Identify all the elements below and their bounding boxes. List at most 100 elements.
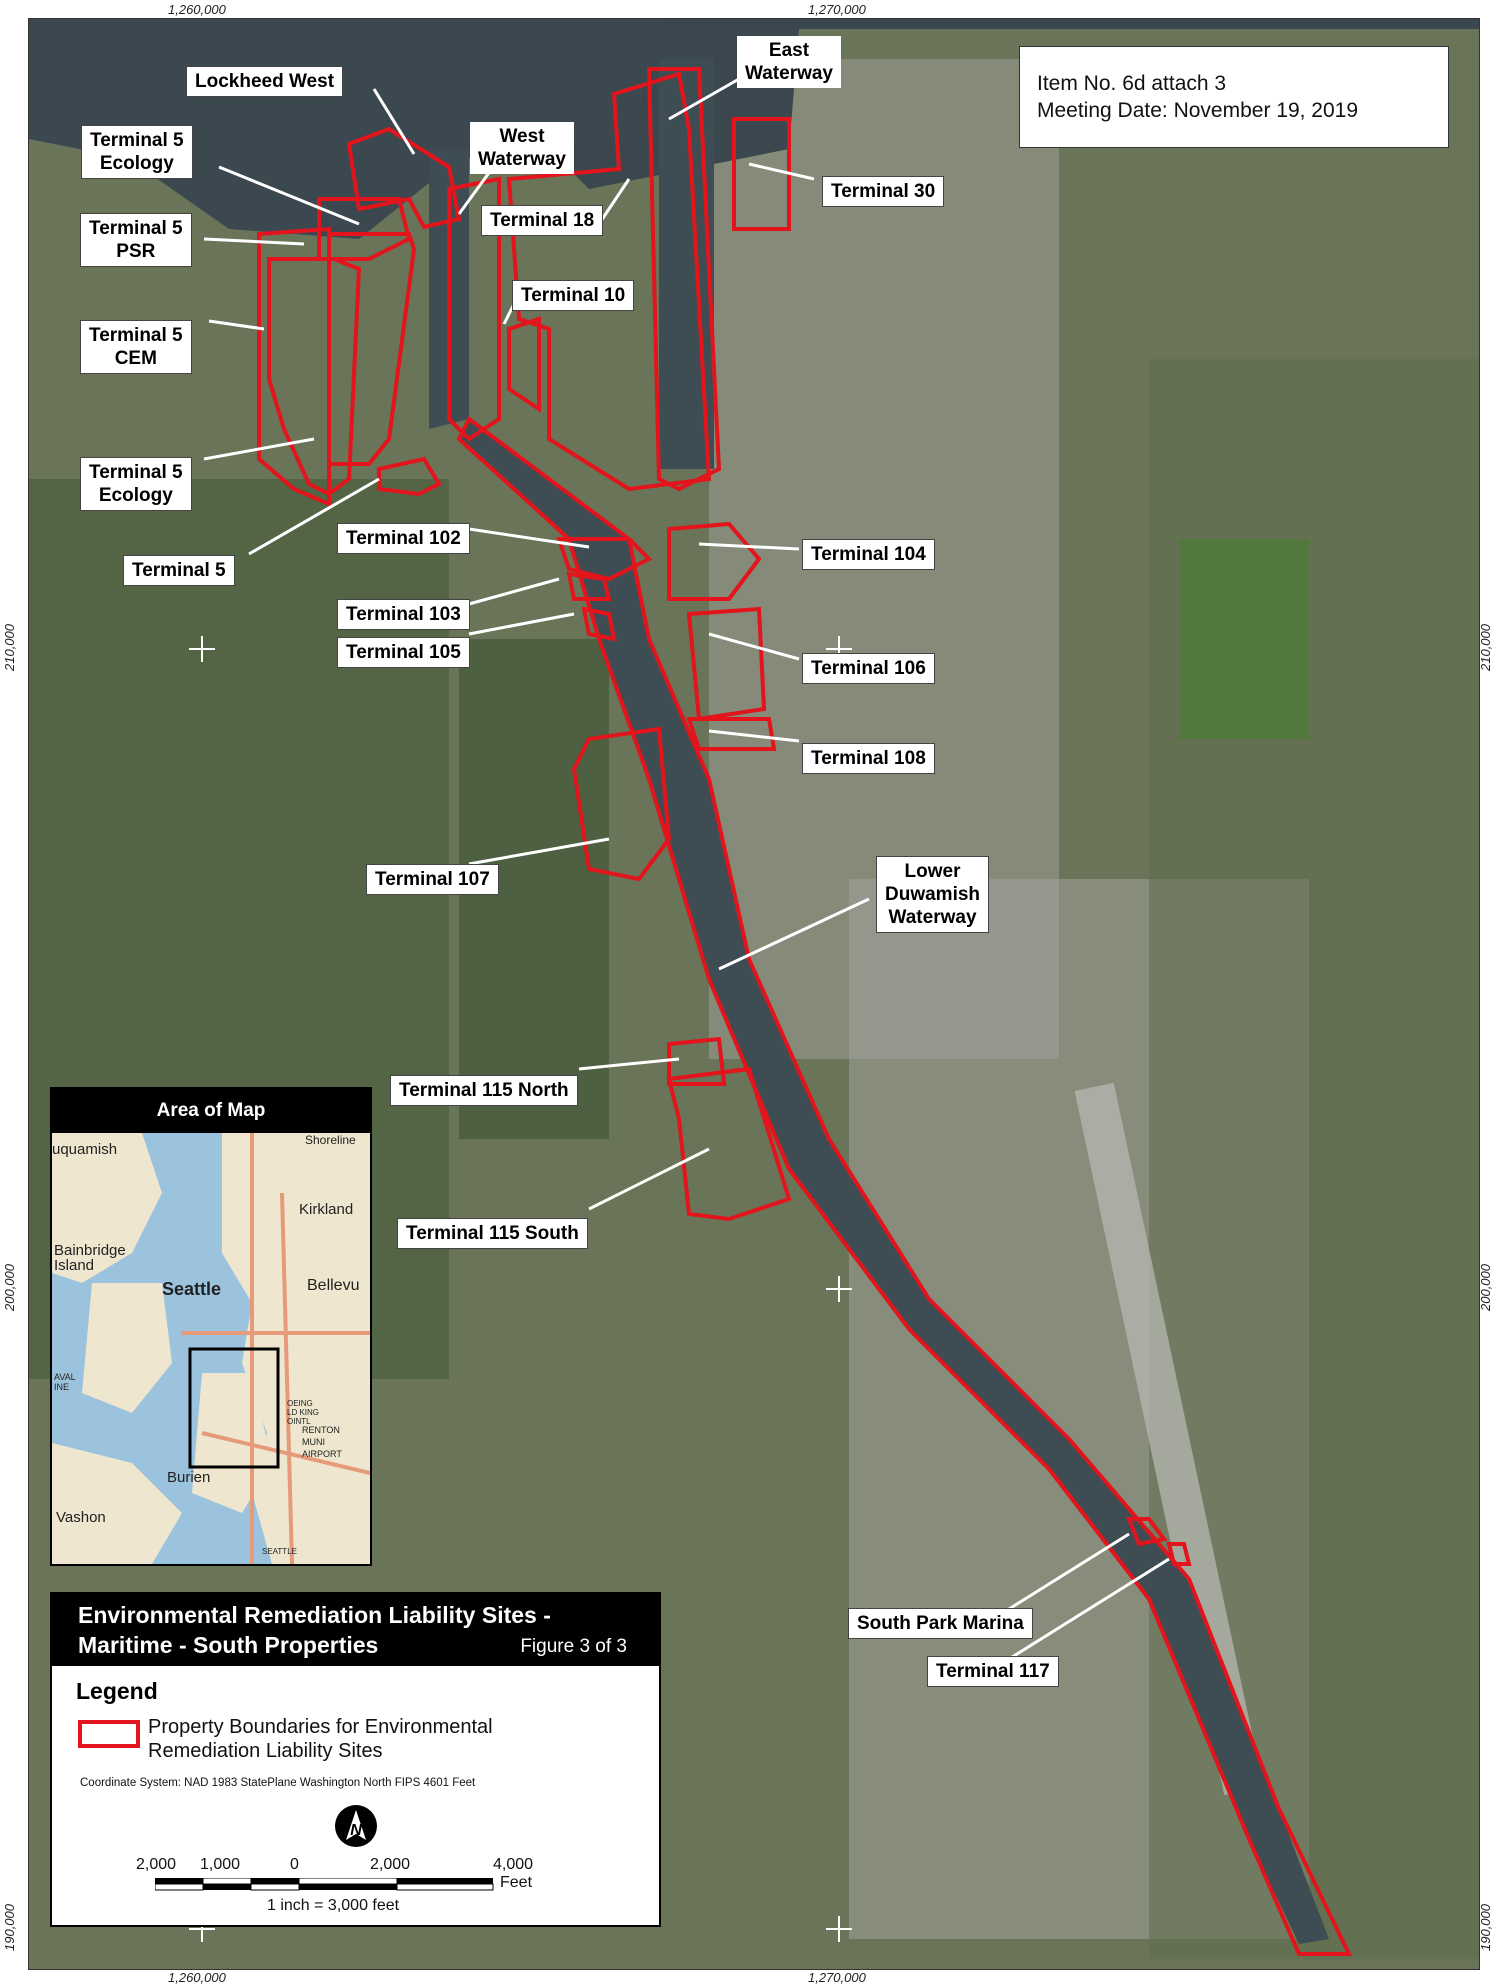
leader-terminal-102 <box>468 527 590 549</box>
label-terminal-104[interactable]: Terminal 104 <box>802 539 935 570</box>
scale-bar <box>155 1878 494 1891</box>
coordinate-system: Coordinate System: NAD 1983 StatePlane W… <box>80 1777 476 1789</box>
inset-label-seattle-small: SEATTLE <box>262 1547 297 1556</box>
inset-label-bainbridge: Bainbridge <box>54 1242 126 1259</box>
leader-terminal-5-psr <box>203 237 305 246</box>
label-terminal-5-ecology-south[interactable]: Terminal 5 Ecology <box>80 457 192 511</box>
inset-label-renton: RENTON <box>302 1425 340 1435</box>
inset-label-bellevue: Bellevu <box>307 1277 360 1294</box>
legend-title-line2: Maritime - South Properties <box>78 1632 379 1658</box>
label-terminal-102[interactable]: Terminal 102 <box>337 523 470 554</box>
leader-east-waterway <box>668 77 740 121</box>
duwamish-water <box>459 419 1329 1944</box>
boundary-terminal-117[interactable] <box>1166 1542 1192 1566</box>
leader-terminal-5-cem <box>208 319 265 331</box>
boundary-terminal-106[interactable] <box>686 606 767 722</box>
leader-terminal-5-ecology-south <box>203 437 315 461</box>
scale-text: 1 inch = 3,000 feet <box>267 1897 400 1914</box>
label-terminal-18[interactable]: Terminal 18 <box>481 205 604 236</box>
coord-left-3: 190,000 <box>2 1904 17 1951</box>
coord-bottom-1: 1,260,000 <box>168 1970 226 1985</box>
label-terminal-117[interactable]: Terminal 117 <box>927 1656 1059 1687</box>
boundary-lower-duwamish[interactable] <box>456 415 1353 1956</box>
label-terminal-10[interactable]: Terminal 10 <box>512 280 635 311</box>
leader-terminal-104 <box>698 542 800 551</box>
label-south-park-marina[interactable]: South Park Marina <box>848 1608 1033 1639</box>
boundary-terminal-104[interactable] <box>667 521 762 601</box>
boundary-terminal-5-psr[interactable] <box>257 226 331 508</box>
boundary-terminal-115-north[interactable] <box>667 1036 727 1086</box>
inset-extent-box <box>188 1347 280 1469</box>
label-terminal-5-cem[interactable]: Terminal 5 CEM <box>80 320 192 374</box>
inset-label-shoreline: Shoreline <box>305 1133 356 1147</box>
boundary-terminal-107[interactable] <box>571 726 672 882</box>
coord-top-1: 1,260,000 <box>168 2 226 17</box>
north-arrow-icon: N <box>335 1805 377 1847</box>
leader-south-park-marina <box>1008 1532 1130 1611</box>
boundary-terminal-10[interactable] <box>507 316 541 413</box>
boundary-terminal-103[interactable] <box>566 571 612 601</box>
item-info-box: Item No. 6d attach 3 Meeting Date: Novem… <box>1019 46 1449 148</box>
label-terminal-108[interactable]: Terminal 108 <box>802 743 935 774</box>
scale-label-4: 2,000 <box>370 1856 411 1873</box>
coord-bottom-2: 1,270,000 <box>808 1970 866 1985</box>
coord-right-2: 200,000 <box>1478 1264 1493 1311</box>
scale-label-3: 0 <box>290 1856 299 1873</box>
airport-runway <box>1074 1082 1264 1796</box>
legend-title-line1: Environmental Remediation Liability Site… <box>78 1602 551 1628</box>
inset-label-naval: AVAL <box>54 1372 76 1382</box>
coord-top-2: 1,270,000 <box>808 2 866 17</box>
inset-label-muni: MUNI <box>302 1437 325 1447</box>
leader-terminal-105 <box>468 612 575 636</box>
coord-left-2: 200,000 <box>2 1264 17 1311</box>
label-terminal-105[interactable]: Terminal 105 <box>337 637 470 668</box>
boundary-terminal-102[interactable] <box>556 537 653 582</box>
legend-item-line2: Remediation Liability Sites <box>148 1740 383 1762</box>
label-lower-duwamish-waterway[interactable]: Lower Duwamish Waterway <box>876 856 990 933</box>
boundary-south-park-marina[interactable] <box>1126 1517 1168 1547</box>
label-west-waterway[interactable]: West Waterway <box>470 122 574 174</box>
inset-label-suquamish: uquamish <box>52 1141 118 1158</box>
inset-map[interactable]: Area of Map uquamish Kirkland Bainbridge… <box>50 1087 372 1566</box>
label-terminal-107[interactable]: Terminal 107 <box>366 864 499 895</box>
boundary-lockheed-west[interactable] <box>346 126 462 230</box>
inset-label-airport: AIRPORT <box>302 1449 342 1459</box>
leader-terminal-115-north <box>578 1057 680 1071</box>
boundary-east-waterway[interactable] <box>646 67 722 492</box>
legend-header: Environmental Remediation Liability Site… <box>52 1594 659 1666</box>
boundary-terminal-5-main[interactable] <box>327 232 417 466</box>
inset-label-vashon: Vashon <box>56 1509 106 1526</box>
item-number: Item No. 6d attach 3 <box>1037 72 1227 95</box>
inset-label-king: LD KING <box>287 1408 320 1417</box>
meeting-date: Meeting Date: November 19, 2019 <box>1037 99 1359 122</box>
scale-unit: Feet <box>500 1874 533 1891</box>
leader-terminal-5-ecology-north <box>218 165 360 226</box>
coord-right-3: 190,000 <box>1478 1904 1493 1951</box>
label-east-waterway[interactable]: East Waterway <box>737 36 841 88</box>
boundary-terminal-5[interactable] <box>377 456 442 497</box>
label-terminal-5-ecology-north[interactable]: Terminal 5 Ecology <box>81 125 193 179</box>
boundary-terminal-108[interactable] <box>686 717 777 751</box>
coord-right-1: 210,000 <box>1478 624 1493 671</box>
east-waterway-water <box>659 59 714 469</box>
leader-terminal-30 <box>748 162 815 181</box>
label-terminal-5[interactable]: Terminal 5 <box>123 555 235 586</box>
scale-label-1: 2,000 <box>136 1856 177 1873</box>
label-terminal-106[interactable]: Terminal 106 <box>802 653 935 684</box>
leader-terminal-106 <box>708 632 800 661</box>
label-terminal-115-south[interactable]: Terminal 115 South <box>397 1218 588 1249</box>
boundary-terminal-5-cem[interactable] <box>267 257 362 497</box>
boundary-terminal-105[interactable] <box>581 606 617 642</box>
label-lockheed-west[interactable]: Lockheed West <box>186 66 344 97</box>
label-terminal-30[interactable]: Terminal 30 <box>822 176 945 207</box>
leader-lockheed-west <box>372 88 416 155</box>
label-terminal-103[interactable]: Terminal 103 <box>337 599 470 630</box>
label-terminal-115-north[interactable]: Terminal 115 North <box>390 1075 578 1106</box>
boundary-terminal-5-ecology-north[interactable] <box>317 197 412 261</box>
inset-label-seattle: Seattle <box>162 1279 222 1299</box>
legend-panel: Environmental Remediation Liability Site… <box>50 1592 661 1927</box>
leader-terminal-117 <box>1008 1557 1170 1661</box>
boundary-terminal-30[interactable] <box>732 117 791 231</box>
label-terminal-5-psr[interactable]: Terminal 5 PSR <box>80 213 192 267</box>
inset-map-graphic <box>52 1133 370 1564</box>
